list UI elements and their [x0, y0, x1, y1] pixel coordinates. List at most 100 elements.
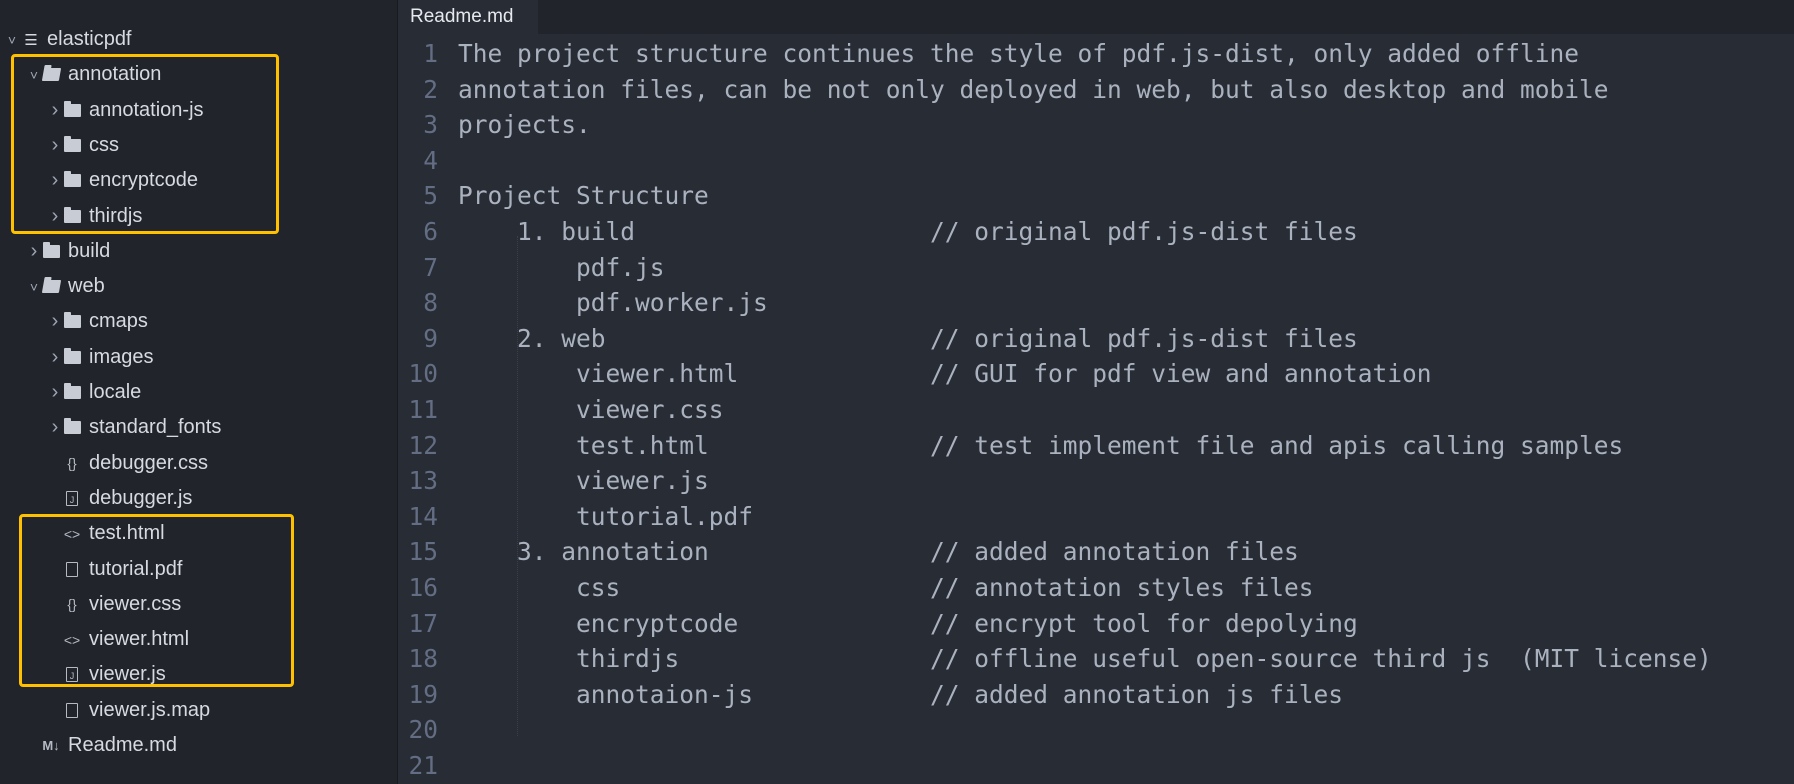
- code-text: thirdjs // offline useful open-source th…: [458, 644, 1712, 674]
- chevron-down-icon[interactable]: ˅: [7, 31, 17, 48]
- line-number: 17: [408, 608, 438, 638]
- html-code-icon: <>: [63, 631, 81, 648]
- folder-item-web[interactable]: ˅ web: [0, 269, 397, 304]
- chevron-right-icon[interactable]: ›: [51, 416, 59, 439]
- js-file-icon: J: [63, 489, 81, 507]
- code-text: Project Structure: [458, 181, 709, 211]
- folder-item-locale[interactable]: › locale: [0, 375, 397, 410]
- line-number: 2: [423, 74, 438, 104]
- tab-label: Readme.md: [410, 6, 514, 27]
- html-code-icon: <>: [63, 525, 81, 542]
- item-label: css: [89, 133, 119, 156]
- item-label: cmaps: [89, 310, 148, 333]
- chevron-right-icon[interactable]: ›: [51, 133, 59, 156]
- item-label: images: [89, 345, 154, 368]
- item-label: debugger.js: [89, 486, 193, 509]
- folder-item-encryptcode[interactable]: › encryptcode: [0, 163, 397, 198]
- js-file-icon: J: [63, 666, 81, 684]
- folder-icon: [63, 171, 81, 190]
- item-label: web: [68, 275, 105, 298]
- file-item-readme-md[interactable]: M↓ Readme.md: [0, 728, 397, 763]
- item-label: thirdjs: [89, 204, 143, 227]
- line-number: 21: [408, 751, 438, 780]
- chevron-right-icon[interactable]: ›: [30, 239, 38, 262]
- line-number: 11: [408, 395, 438, 424]
- line-number: 15: [408, 537, 438, 567]
- code-text: projects.: [458, 110, 591, 140]
- tab-bar: Readme.md: [398, 0, 1794, 34]
- folder-item-build[interactable]: ›build: [0, 234, 397, 269]
- folder-item-images[interactable]: › images: [0, 340, 397, 375]
- folder-icon: [63, 135, 81, 154]
- code-text: test.html // test implement file and api…: [458, 430, 1624, 460]
- file-icon: [63, 701, 81, 719]
- file-item-viewer-js-map[interactable]: viewer.js.map: [0, 693, 397, 728]
- folder-item-elasticpdf[interactable]: ˅☰elasticpdf: [0, 22, 397, 57]
- folder-open-icon: [41, 66, 61, 84]
- chevron-right-icon[interactable]: ›: [51, 310, 59, 333]
- css-braces-icon: {}: [67, 596, 77, 613]
- folder-icon: [63, 312, 81, 331]
- code-text: pdf.worker.js: [458, 288, 768, 318]
- item-label: encryptcode: [89, 169, 198, 192]
- code-text: 1. build // original pdf.js-dist files: [458, 217, 1358, 246]
- item-label: locale: [89, 381, 142, 403]
- line-number: 9: [423, 323, 438, 353]
- file-item-test-html[interactable]: <> test.html: [0, 516, 397, 551]
- code-text: encryptcode // encrypt tool for depolyin…: [458, 608, 1358, 638]
- file-item-viewer-html[interactable]: <>viewer.html: [0, 622, 397, 657]
- folder-icon: [63, 418, 81, 437]
- chevron-down-icon[interactable]: ˅: [29, 66, 39, 83]
- folder-icon: [63, 383, 81, 402]
- line-number: 14: [408, 501, 438, 531]
- line-number: 16: [408, 573, 438, 602]
- file-tree-sidebar: ˅☰elasticpdf˅annotation›annotation-js›cs…: [0, 0, 398, 784]
- folder-item-thirdjs[interactable]: › thirdjs: [0, 199, 397, 234]
- markdown-icon: M↓: [42, 738, 60, 753]
- code-text: annotaion-js // added annotation js file…: [458, 679, 1344, 709]
- line-number: 6: [423, 217, 438, 246]
- folder-item-cmaps[interactable]: › cmaps: [0, 304, 397, 339]
- file-item-debugger-css[interactable]: {}debugger.css: [0, 446, 397, 481]
- repo-icon: ☰: [24, 31, 38, 49]
- file-item-viewer-css[interactable]: {}viewer.css: [0, 587, 397, 622]
- line-number: 10: [408, 359, 438, 389]
- file-icon: [63, 560, 81, 578]
- item-label: Readme.md: [68, 734, 177, 756]
- code-text: The project structure continues the styl…: [458, 39, 1580, 68]
- item-label: debugger.css: [89, 451, 208, 474]
- line-number: 19: [408, 679, 438, 709]
- line-number: 7: [423, 252, 438, 282]
- chevron-right-icon[interactable]: ›: [51, 98, 59, 121]
- folder-item-annotation-js[interactable]: › annotation-js: [0, 93, 397, 128]
- item-label: annotation-js: [89, 98, 204, 121]
- line-number: 3: [423, 110, 438, 140]
- item-label: viewer.js: [89, 663, 166, 686]
- line-number: 18: [408, 644, 438, 674]
- folder-icon: [42, 241, 60, 260]
- line-number: 4: [423, 145, 438, 175]
- folder-item-annotation[interactable]: ˅annotation: [0, 57, 397, 92]
- chevron-right-icon[interactable]: ›: [51, 169, 59, 192]
- chevron-down-icon[interactable]: ˅: [29, 278, 39, 295]
- line-number: 5: [423, 181, 438, 211]
- chevron-right-icon[interactable]: ›: [51, 381, 59, 403]
- code-text: 2. web // original pdf.js-dist files: [458, 323, 1358, 353]
- code-text: viewer.js: [458, 466, 709, 496]
- chevron-right-icon[interactable]: ›: [51, 204, 59, 227]
- folder-item-standard-fonts[interactable]: › standard_fonts: [0, 410, 397, 445]
- item-label: test.html: [89, 522, 165, 545]
- folder-icon: [63, 100, 81, 119]
- tab-readme[interactable]: Readme.md: [398, 0, 538, 34]
- code-text: css // annotation styles files: [458, 573, 1314, 602]
- code-text: 3. annotation // added annotation files: [458, 537, 1299, 567]
- folder-item-css[interactable]: › css: [0, 128, 397, 163]
- line-number: 8: [423, 288, 438, 318]
- item-label: standard_fonts: [89, 416, 222, 439]
- file-item-tutorial-pdf[interactable]: tutorial.pdf: [0, 552, 397, 587]
- line-number: 13: [408, 466, 438, 496]
- chevron-right-icon[interactable]: ›: [51, 345, 59, 368]
